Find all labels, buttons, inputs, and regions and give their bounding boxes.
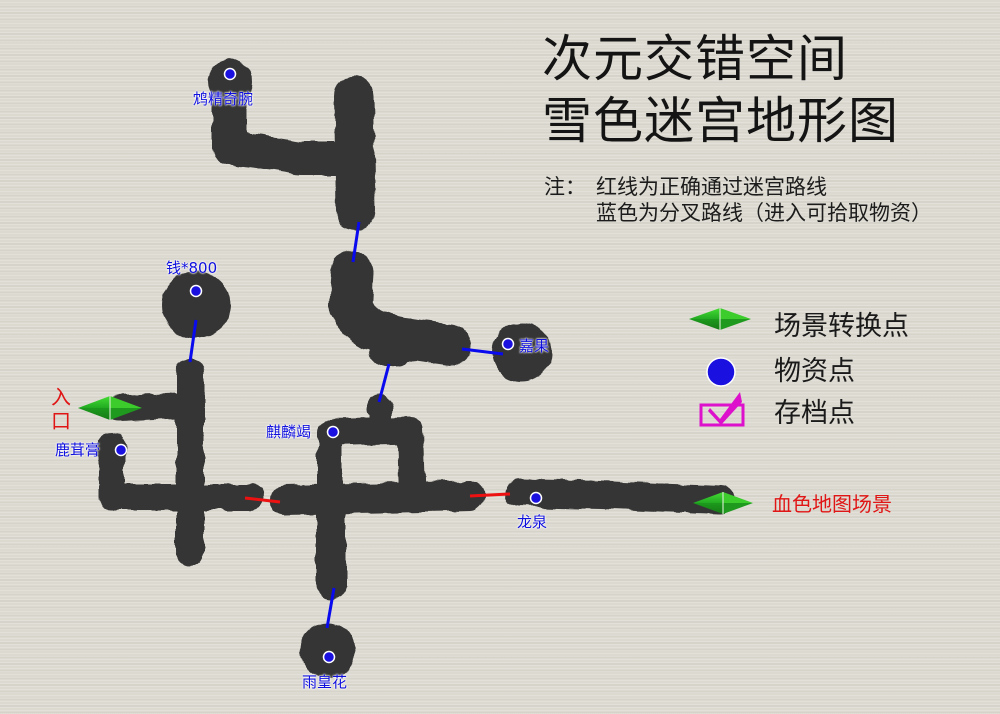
item-label: 鸩精奇腕 [193, 90, 254, 108]
page-title-line1: 次元交错空间 [542, 30, 848, 88]
corridor-lurong [99, 437, 263, 510]
scene-transition-icon[interactable] [78, 396, 142, 420]
item-label: 麒麟竭 [266, 423, 312, 441]
item-label: 嘉果 [519, 337, 550, 355]
legend-supply-point-icon [706, 357, 736, 387]
corridor-center-horizontal [270, 481, 485, 515]
branch-route-lines [188, 221, 504, 629]
room-money [162, 271, 230, 339]
supply-point-icon [322, 650, 336, 664]
scene-transition-icon[interactable] [693, 492, 753, 514]
page-title-line2: 雪色迷宫地形图 [542, 92, 899, 150]
corridor-middle-l [329, 251, 471, 366]
note-prefix: 注： [544, 175, 586, 199]
legend-save-point-icon [699, 392, 745, 427]
item-label: 雨皇花 [302, 673, 348, 691]
room-yuhuang [300, 622, 356, 678]
supply-point-icon [223, 67, 237, 81]
correct-route-lines [244, 492, 511, 504]
corridor-east [506, 479, 734, 514]
supply-point-icon [501, 337, 515, 351]
entrance-label: 入口 [51, 385, 71, 433]
item-label: 龙泉 [517, 513, 548, 531]
supply-points [114, 67, 543, 664]
supply-point-icon [326, 425, 340, 439]
legend-label-scene-transition: 场景转换点 [774, 311, 909, 342]
supply-point-icon [529, 491, 543, 505]
corridor-top-vertical [334, 76, 376, 230]
exit-label-blood-map: 血色地图场景 [772, 492, 892, 516]
supply-point-icon [114, 443, 128, 457]
legend-scene-transition-icon [689, 308, 751, 330]
legend-label-supply-point: 物资点 [774, 356, 855, 387]
note-blue-route: 蓝色为分叉路线（进入可拾取物资） [596, 201, 932, 225]
item-label: 鹿茸膏 [55, 441, 101, 459]
room-jiaguo [492, 322, 552, 382]
item-label: 钱*800 [166, 259, 218, 277]
note-red-route: 红线为正确通过迷宫路线 [596, 175, 827, 199]
supply-point-icon [189, 284, 203, 298]
corridor-top-left [213, 67, 371, 175]
maze-corridors [97, 60, 734, 678]
legend-label-save-point: 存档点 [774, 398, 855, 429]
